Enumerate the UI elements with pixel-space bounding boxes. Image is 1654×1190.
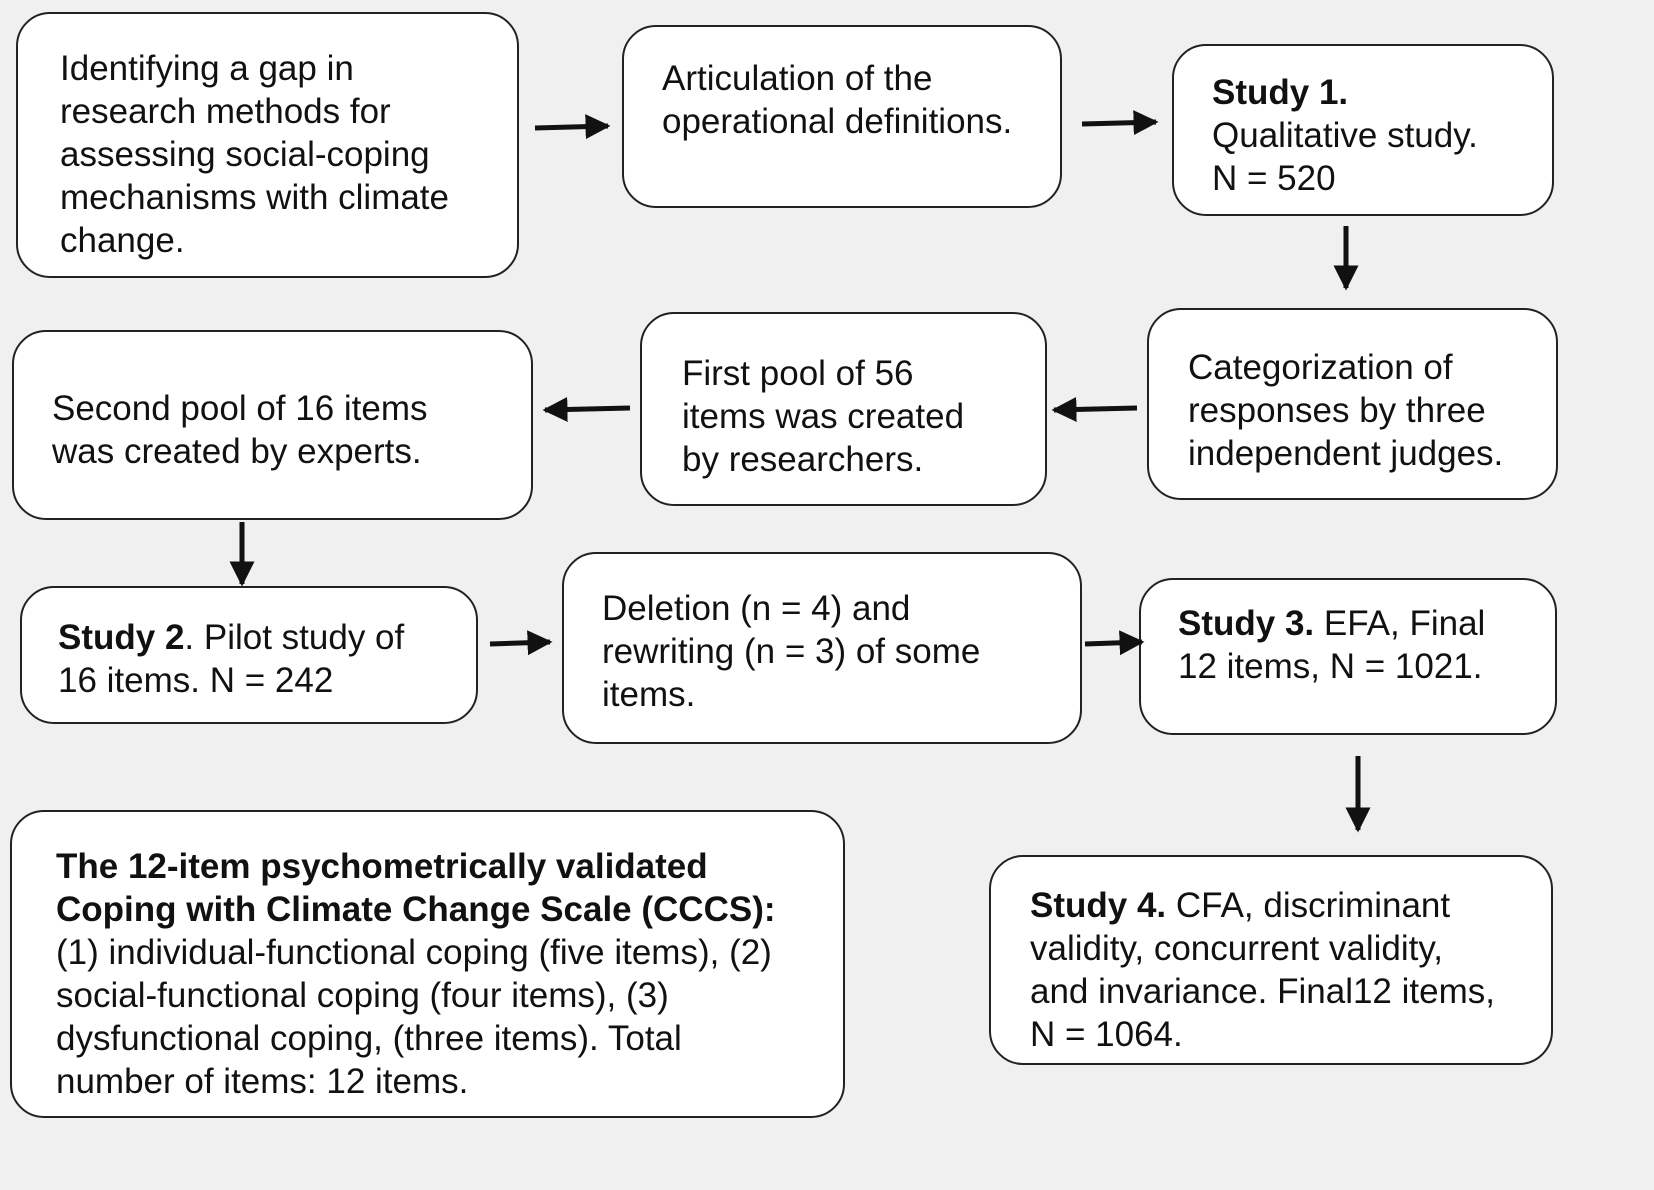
articulation-line-1: Articulation of the — [662, 59, 933, 98]
deletion-line-2: rewriting (n = 3) of some — [602, 632, 981, 671]
second-pool-box: Second pool of 16 items was created by e… — [12, 330, 533, 520]
second-pool-line-1: Second pool of 16 items — [52, 389, 428, 428]
first-pool-line-3: by researchers. — [682, 440, 924, 479]
categorization-line-3: independent judges. — [1188, 434, 1504, 473]
arrow-gap-to-articulation — [534, 114, 611, 140]
gap-line-2: research methods for — [60, 92, 391, 131]
study1-box: Study 1. Qualitative study. N = 520 — [1172, 44, 1554, 216]
study2-line-1-rest: . Pilot study of — [184, 618, 405, 657]
study3-box: Study 3. EFA, Final 12 items, N = 1021. — [1139, 578, 1557, 735]
arrow-categorization-to-first-pool — [1051, 396, 1138, 422]
first-pool-box: First pool of 56 items was created by re… — [640, 312, 1047, 506]
study2-line-2: 16 items. N = 242 — [58, 661, 334, 700]
cccs-heading-line-1: The 12-item psychometrically validated — [56, 847, 708, 886]
cccs-line-2: social-functional coping (four items), (… — [56, 976, 669, 1015]
categorization-box: Categorization of responses by three ind… — [1147, 308, 1558, 500]
gap-identification-box: Identifying a gap in research methods fo… — [16, 12, 519, 278]
study4-heading: Study 4. — [1030, 886, 1167, 925]
gap-line-3: assessing social-coping — [60, 135, 430, 174]
study4-line-1: Study 4. CFA, discriminant — [1030, 884, 1551, 927]
arrow-deletion-to-study3 — [1084, 630, 1145, 656]
study1-heading: Study 1. — [1212, 73, 1349, 112]
articulation-line-2: operational definitions. — [662, 102, 1013, 141]
study3-line-1-rest: EFA, Final — [1314, 604, 1486, 643]
categorization-line-1: Categorization of — [1188, 348, 1453, 387]
gap-line-5: change. — [60, 221, 185, 260]
deletion-line-1: Deletion (n = 4) and — [602, 589, 911, 628]
cccs-line-3: dysfunctional coping, (three items). Tot… — [56, 1019, 682, 1058]
articulation-box: Articulation of the operational definiti… — [622, 25, 1062, 208]
study4-line-3: and invariance. Final12 items, — [1030, 972, 1495, 1011]
categorization-line-2: responses by three — [1188, 391, 1486, 430]
study1-line-2: N = 520 — [1212, 159, 1336, 198]
study3-line-2: 12 items, N = 1021. — [1178, 647, 1483, 686]
study4-line-1-rest: CFA, discriminant — [1166, 886, 1451, 925]
cccs-heading-line-2: Coping with Climate Change Scale (CCCS): — [56, 890, 776, 929]
first-pool-line-1: First pool of 56 — [682, 354, 914, 393]
arrow-study2-to-deletion — [489, 630, 553, 656]
gap-line-4: mechanisms with climate — [60, 178, 449, 217]
arrow-articulation-to-study1 — [1081, 110, 1159, 136]
study4-line-2: validity, concurrent validity, — [1030, 929, 1444, 968]
study3-heading: Study 3. — [1178, 604, 1315, 643]
cccs-line-4: number of items: 12 items. — [56, 1062, 469, 1101]
deletion-line-3: items. — [602, 675, 696, 714]
cccs-line-1: (1) individual-functional coping (five i… — [56, 933, 772, 972]
cccs-result-box: The 12-item psychometrically validated C… — [10, 810, 845, 1118]
study2-box: Study 2. Pilot study of 16 items. N = 24… — [20, 586, 478, 724]
second-pool-line-2: was created by experts. — [52, 432, 422, 471]
study4-line-4: N = 1064. — [1030, 1015, 1183, 1054]
study1-line-1: Qualitative study. — [1212, 116, 1478, 155]
study2-heading: Study 2 — [58, 618, 185, 657]
study2-line-1: Study 2. Pilot study of — [58, 616, 476, 659]
study3-line-1: Study 3. EFA, Final — [1178, 602, 1555, 645]
first-pool-line-2: items was created — [682, 397, 965, 436]
deletion-box: Deletion (n = 4) and rewriting (n = 3) o… — [562, 552, 1082, 744]
gap-line-1: Identifying a gap in — [60, 49, 354, 88]
study4-box: Study 4. CFA, discriminant validity, con… — [989, 855, 1553, 1065]
arrow-first-pool-to-second-pool — [542, 396, 631, 422]
